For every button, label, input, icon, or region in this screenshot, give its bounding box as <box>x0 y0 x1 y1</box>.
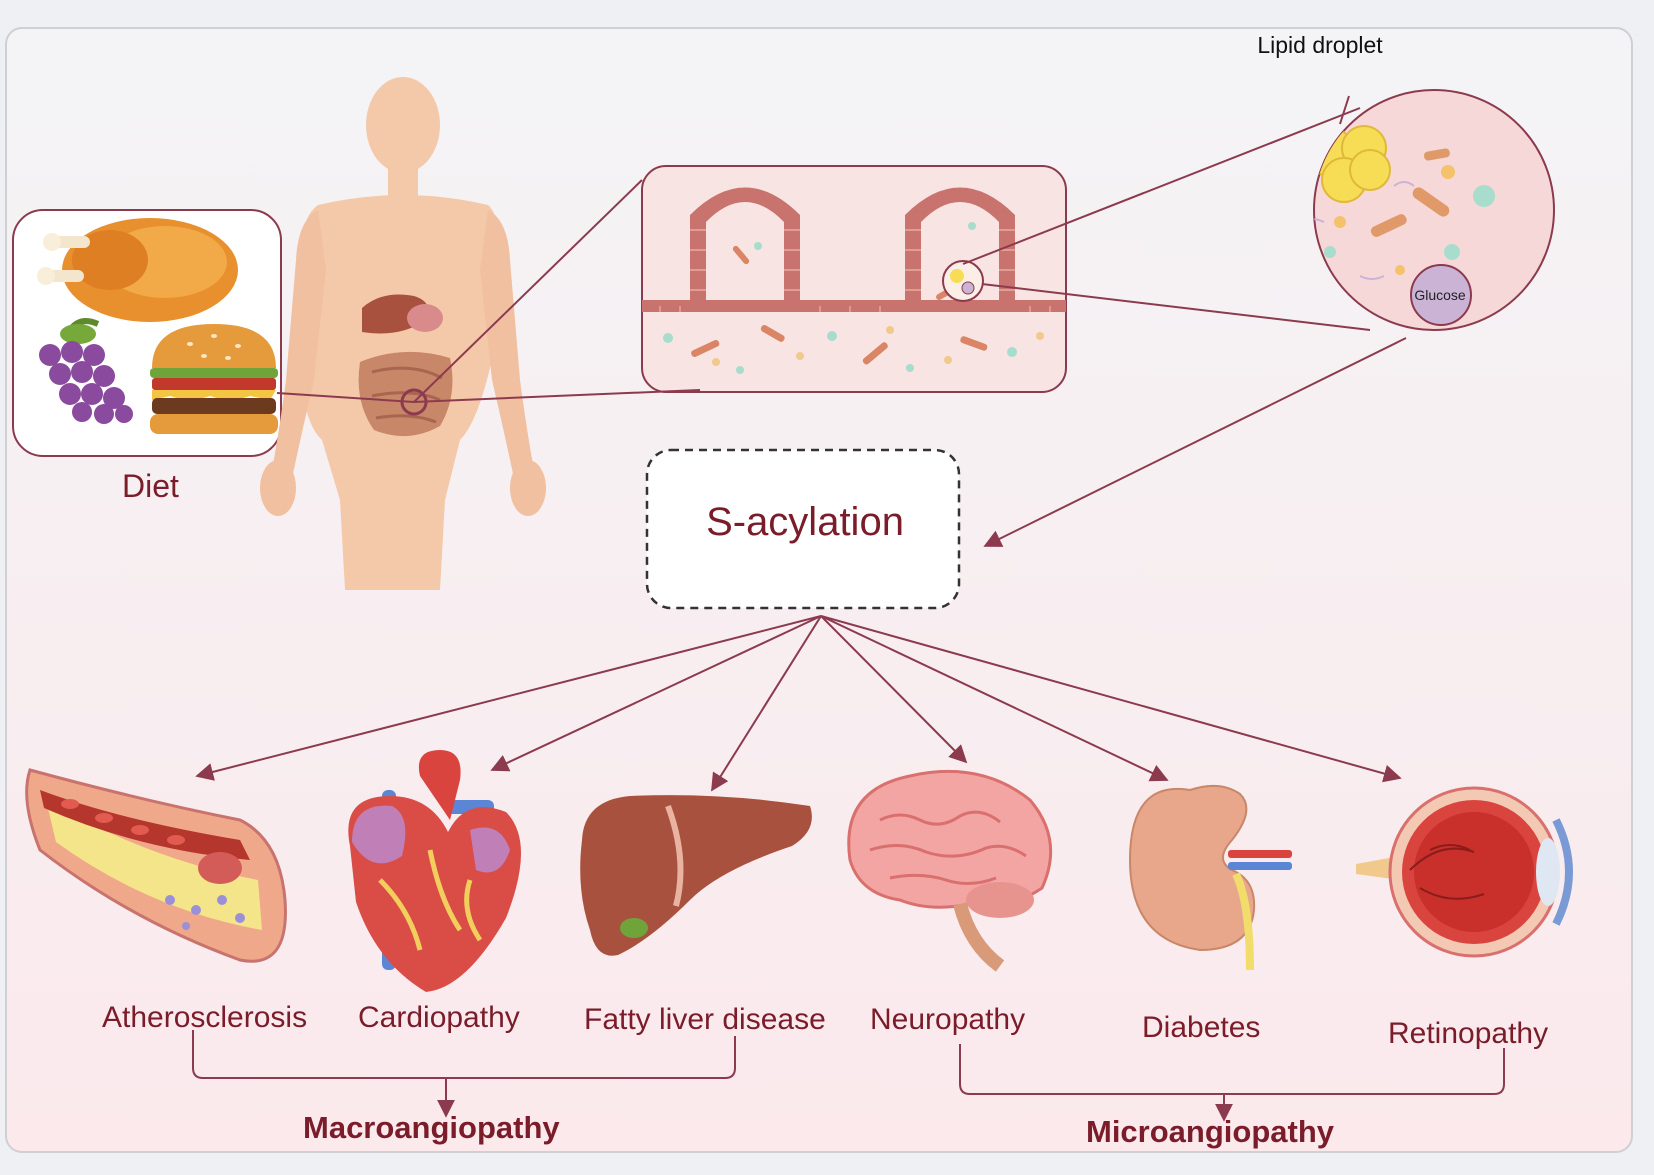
fan-arrows <box>195 615 1402 792</box>
arrow-to-retinopathy <box>820 615 1402 783</box>
disease-label-diabetes: Diabetes <box>1142 1011 1261 1044</box>
connectors <box>276 95 1407 547</box>
disease-label-retinopathy: Retinopathy <box>1388 1017 1549 1050</box>
intestinal-villi-icon <box>641 165 1067 393</box>
arrow-to-diabetes <box>820 615 1169 782</box>
food-icon <box>37 218 278 434</box>
disease-label-neuropathy: Neuropathy <box>870 1003 1026 1036</box>
glucose-label: Glucose <box>1414 287 1466 303</box>
magnified-cell-icon <box>1313 89 1555 331</box>
micro-bracket <box>959 1044 1505 1095</box>
artery-plaque-icon <box>25 768 287 963</box>
arrow-to-atherosclerosis <box>195 615 822 781</box>
eye-icon <box>1356 786 1573 958</box>
arrow-to-cardiopathy <box>490 615 822 772</box>
kidney-icon <box>1128 784 1292 971</box>
s-acylation-label: S-acylation <box>706 500 904 544</box>
diet-box <box>12 209 282 457</box>
disease-label-atherosclerosis: Atherosclerosis <box>102 1001 308 1034</box>
diet-label: Diet <box>122 468 179 504</box>
brackets <box>192 1030 1505 1122</box>
heart-icon <box>348 750 521 992</box>
lipid-droplet-label: Lipid droplet <box>1257 32 1383 58</box>
arrow-to-neuropathy <box>820 615 968 764</box>
macro-bracket <box>192 1030 736 1079</box>
glucose-icon <box>1410 264 1472 326</box>
disease-label-fatty-liver: Fatty liver disease <box>584 1003 826 1036</box>
liver-icon <box>580 795 812 956</box>
s-acylation-box <box>645 448 961 610</box>
macroangiopathy-label: Macroangiopathy <box>303 1110 560 1145</box>
arrow-to-fatty-liver <box>711 615 822 792</box>
arrow-glucose-to-s-acylation <box>983 337 1407 547</box>
disease-label-cardiopathy: Cardiopathy <box>358 1001 520 1034</box>
brain-icon <box>847 770 1053 972</box>
human-body-icon <box>260 77 546 590</box>
microangiopathy-label: Microangiopathy <box>1086 1114 1335 1149</box>
